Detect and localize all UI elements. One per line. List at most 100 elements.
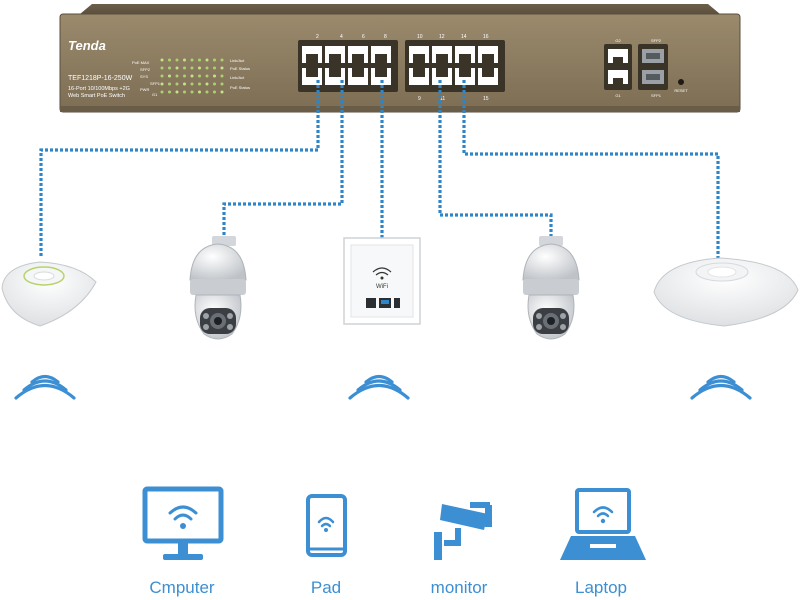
- status-led: [190, 90, 194, 94]
- status-led: [198, 82, 201, 86]
- rj45-port-socket: [413, 68, 425, 77]
- wifi-wave-left-icon: [14, 374, 76, 400]
- led-label-sfp2: SFP2: [140, 67, 151, 72]
- cable-to-right-camera: [438, 80, 553, 236]
- port-number-12: 12: [439, 34, 445, 40]
- cable-to-left-camera: [222, 80, 344, 236]
- client-label-computer: Cmputer: [149, 578, 215, 597]
- wifi-waves: [14, 374, 752, 400]
- rj45-port-socket: [352, 68, 364, 77]
- status-led: [183, 74, 186, 78]
- rj45-port-socket: [482, 68, 494, 77]
- wifi-wave-right-icon: [690, 374, 752, 400]
- rj45-port-socket: [413, 54, 425, 63]
- switch-top: [80, 4, 720, 14]
- status-led: [168, 66, 171, 70]
- rj45-port-socket: [329, 54, 341, 63]
- port-number-4: 4: [340, 34, 343, 40]
- ethernet-cables: [39, 80, 720, 258]
- status-led: [183, 58, 186, 62]
- client-label-pad: Pad: [310, 578, 342, 597]
- uplink-label-g1: G1: [615, 93, 621, 98]
- status-led: [190, 58, 194, 62]
- port-number-14: 14: [461, 34, 467, 40]
- ptz-camera-right: [522, 236, 580, 340]
- switch-model: TEF1218P-16-250W: [68, 75, 133, 82]
- rj45-ports: [302, 46, 498, 85]
- wall-plate-ap: WiFi: [343, 237, 421, 325]
- status-label-1: Link/Act: [230, 58, 245, 63]
- status-led: [160, 82, 164, 86]
- status-label-2: PoE Status: [230, 66, 250, 71]
- status-led: [213, 66, 216, 70]
- computer-wifi-icon: [142, 486, 224, 560]
- reset-label: RESET: [674, 88, 688, 93]
- rj45-port-socket: [329, 68, 341, 77]
- status-led: [190, 82, 194, 86]
- status-led: [205, 66, 209, 70]
- status-led: [198, 90, 201, 94]
- port-number-16: 16: [483, 34, 489, 40]
- status-led: [213, 82, 216, 86]
- status-led: [175, 58, 179, 62]
- cable-to-right-ap: [462, 80, 720, 258]
- status-led: [183, 90, 186, 94]
- port-number-10: 10: [417, 34, 423, 40]
- port-number-8: 8: [384, 34, 387, 40]
- status-led: [220, 66, 224, 70]
- status-led: [205, 90, 209, 94]
- status-led: [205, 74, 209, 78]
- rj45-port-socket: [459, 54, 471, 63]
- status-led: [198, 66, 201, 70]
- status-led: [168, 58, 171, 62]
- access-point-left: [1, 261, 97, 327]
- status-led: [190, 74, 194, 78]
- status-led: [198, 58, 201, 62]
- sfp-label-1: SFP1: [651, 93, 662, 98]
- status-led: [160, 58, 164, 62]
- cctv-camera-icon: [434, 502, 492, 560]
- status-led: [220, 82, 224, 86]
- cable-to-left-ap: [39, 80, 320, 258]
- access-point-right: [653, 257, 799, 327]
- status-led: [183, 82, 186, 86]
- port-number-15: 15: [483, 96, 489, 102]
- ptz-camera-left: [189, 236, 247, 340]
- status-led: [220, 58, 224, 62]
- port-number-9: 9: [418, 96, 421, 102]
- status-label-4: PoE Status: [230, 85, 250, 90]
- status-led: [160, 74, 164, 78]
- sfp-label-2: SFP2: [651, 38, 662, 43]
- status-led: [183, 66, 186, 70]
- wall-plate-wifi-label: WiFi: [376, 284, 388, 290]
- rj45-port-socket: [459, 68, 471, 77]
- led-indicator-grid: [160, 58, 224, 94]
- port-number-2: 2: [316, 34, 319, 40]
- status-led: [213, 74, 216, 78]
- led-label-pwr: PWR: [140, 87, 149, 92]
- rj45-port-socket: [352, 54, 364, 63]
- wifi-wave-center-icon: [348, 374, 410, 400]
- rj45-port-socket: [436, 68, 448, 77]
- status-led: [168, 74, 171, 78]
- switch-description-2: Web Smart PoE Switch: [68, 93, 125, 99]
- status-led: [168, 90, 171, 94]
- status-led: [205, 58, 209, 62]
- rj45-port-socket: [436, 54, 448, 63]
- rj45-port-socket: [306, 54, 318, 63]
- status-led: [175, 90, 179, 94]
- rj45-port-socket: [375, 54, 387, 63]
- status-label-3: Link/Act: [230, 75, 245, 80]
- reset-button: [678, 79, 684, 85]
- status-led: [213, 58, 216, 62]
- status-led: [175, 74, 179, 78]
- client-label-monitor: monitor: [430, 578, 488, 597]
- tablet-wifi-icon: [306, 494, 347, 557]
- uplink-label-g2: G2: [615, 38, 621, 43]
- switch-brand: Tenda: [68, 38, 106, 53]
- status-led: [220, 90, 224, 94]
- status-led: [198, 74, 201, 78]
- status-led: [160, 90, 164, 94]
- status-led: [213, 90, 216, 94]
